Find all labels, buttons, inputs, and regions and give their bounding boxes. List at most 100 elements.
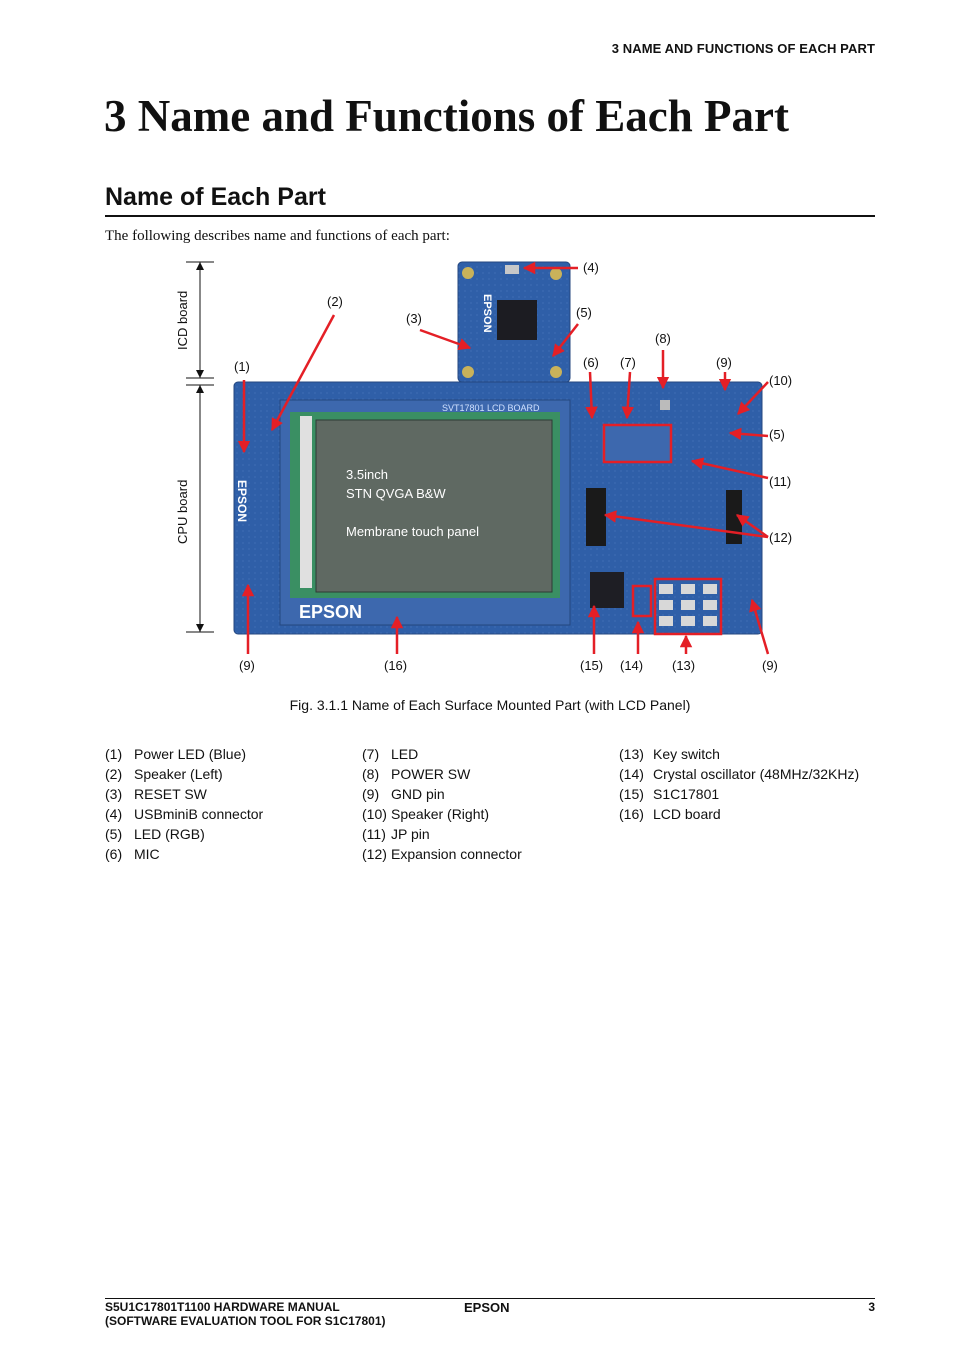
footer-line-2: (SOFTWARE EVALUATION TOOL FOR S1C17801) [105, 1314, 386, 1328]
icd-dimension [186, 261, 214, 379]
footer-manual-title: S5U1C17801T1100 HARDWARE MANUAL (SOFTWAR… [105, 1300, 385, 1328]
highlight-keys-box [653, 577, 723, 636]
legend-label: GND pin [391, 786, 445, 802]
icd-brand: EPSON [481, 294, 493, 333]
icd-board: EPSON [457, 261, 571, 383]
board-figure: ICD board CPU board EPSON SVT17801 LCD B… [175, 260, 792, 673]
callout-3: (3) [406, 311, 422, 326]
legend-label: LED [391, 746, 419, 762]
legend-item: (14) Crystal oscillator (48MHz/32KHz) [619, 764, 859, 784]
legend-label: Key switch [653, 746, 720, 762]
legend-item: (12)Expansion connector [362, 844, 522, 864]
legend-num: (13) [619, 746, 644, 762]
running-head: 3 NAME AND FUNCTIONS OF EACH PART [611, 41, 875, 56]
callout-11: (11) [769, 474, 791, 489]
intro-paragraph: The following describes name and functio… [105, 228, 450, 244]
section-rule [105, 215, 875, 217]
lcd-board-brand: EPSON [299, 602, 362, 622]
lcd-text-size: 3.5inch [346, 467, 388, 482]
legend-num: (2) [105, 766, 123, 782]
legend-num: (9) [362, 786, 380, 802]
legend-label: JP pin [391, 826, 430, 842]
legend-item: (4) USBminiB connector [105, 804, 263, 824]
legend-num: (4) [105, 806, 123, 822]
legend-num: (12) [362, 846, 387, 862]
footer-brand: EPSON [464, 1300, 510, 1315]
legend-item: (16) LCD board [619, 804, 859, 824]
callout-13: (13) [672, 658, 695, 673]
page-number: 3 [868, 1300, 875, 1314]
legend-column-1: (1) Power LED (Blue) (2) Speaker (Left) (3… [105, 744, 263, 864]
callout-1: (1) [234, 359, 250, 374]
legend-num: (11) [362, 826, 386, 842]
callout-12: (12) [769, 530, 792, 545]
legend-item: (3) RESET SW [105, 784, 263, 804]
callout-14: (14) [620, 658, 643, 673]
legend-item: (9) GND pin [362, 784, 522, 804]
legend-item: (11) JP pin [362, 824, 522, 844]
legend-num: (15) [619, 786, 644, 802]
legend-label: Power LED (Blue) [134, 746, 247, 762]
legend-label: Crystal oscillator (48MHz/32KHz) [653, 766, 860, 782]
legend-num: (10) [362, 806, 387, 822]
legend-num: (5) [105, 826, 123, 842]
legend-column-3: (13) Key switch (14) Crystal oscillator (4… [619, 744, 859, 824]
cpu-board: SVT17801 LCD BOARD EPSON EPSON [233, 381, 763, 635]
legend-label: Speaker (Right) [391, 806, 490, 822]
legend-num: (6) [105, 846, 123, 862]
legend-label: USBminiB connector [134, 806, 264, 822]
callout-9-top: (9) [716, 355, 732, 370]
cpu-board-label: CPU board [175, 480, 190, 544]
legend-label: Expansion connector [391, 846, 522, 862]
legend-num: (3) [105, 786, 123, 802]
cpu-dimension [186, 384, 214, 633]
figure-caption: Fig. 3.1.1 Name of Each Surface Mounted … [289, 697, 691, 713]
legend-item: (8) POWER SW [362, 764, 522, 784]
legend-num: (7) [362, 746, 380, 762]
legend-label: MIC [134, 846, 160, 862]
lcd-text-touch: Membrane touch panel [346, 524, 479, 539]
icd-board-label: ICD board [175, 291, 190, 350]
callout-7: (7) [620, 355, 636, 370]
legend-label: LCD board [653, 806, 721, 822]
callout-10: (10) [769, 373, 792, 388]
callout-5-cpu: (5) [769, 427, 785, 442]
legend-item: (10)Speaker (Right) [362, 804, 522, 824]
legend-item: (7) LED [362, 744, 522, 764]
legend-label: S1C17801 [653, 786, 720, 802]
lcd-text-type: STN QVGA B&W [346, 486, 446, 501]
legend-label: LED (RGB) [134, 826, 205, 842]
section-title: Name of Each Part [105, 183, 326, 211]
legend-item: (6) MIC [105, 844, 263, 864]
legend-num: (1) [105, 746, 123, 762]
callout-5-icd: (5) [576, 305, 592, 320]
legend-num: (16) [619, 806, 644, 822]
legend-num: (8) [362, 766, 380, 782]
callout-arrows [237, 261, 770, 655]
highlight-led-box [602, 423, 673, 464]
callout-15: (15) [580, 658, 603, 673]
callout-8: (8) [655, 331, 671, 346]
callout-2: (2) [327, 294, 343, 309]
callout-6: (6) [583, 355, 599, 370]
legend-column-2: (7) LED (8) POWER SW (9) GND pin (10)Speake… [362, 744, 522, 864]
legend-label: Speaker (Left) [134, 766, 223, 782]
cpu-board-brand: EPSON [235, 480, 249, 522]
legend-item: (2) Speaker (Left) [105, 764, 263, 784]
legend-item: (13) Key switch [619, 744, 859, 764]
lcd-board-silk: SVT17801 LCD BOARD [442, 403, 540, 413]
callout-4: (4) [583, 260, 599, 275]
legend-label: RESET SW [134, 786, 207, 802]
legend-item: (5) LED (RGB) [105, 824, 263, 844]
highlight-crystal-box [631, 584, 653, 618]
legend-item: (1) Power LED (Blue) [105, 744, 263, 764]
legend-label: POWER SW [391, 766, 471, 782]
chapter-title: 3 Name and Functions of Each Part [104, 91, 789, 141]
footer-rule [105, 1298, 875, 1299]
callout-9-left: (9) [239, 658, 255, 673]
legend-item: (15) S1C17801 [619, 784, 859, 804]
legend-num: (14) [619, 766, 644, 782]
footer-line-1: S5U1C17801T1100 HARDWARE MANUAL [105, 1300, 340, 1314]
callout-16: (16) [384, 658, 407, 673]
callout-9-right: (9) [762, 658, 778, 673]
